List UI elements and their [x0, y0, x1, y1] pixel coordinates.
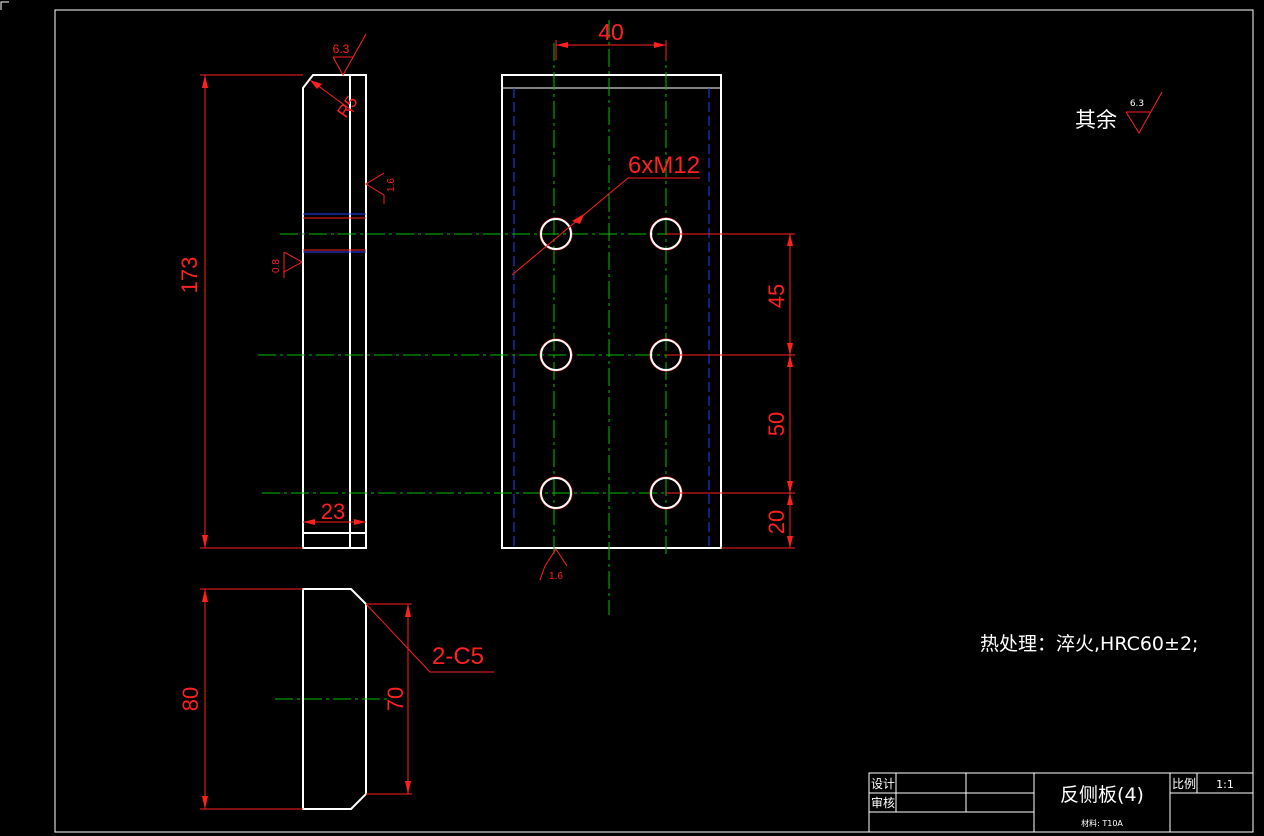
side-view — [302, 74, 367, 549]
front-view — [501, 74, 722, 549]
roughness-general-value: 6.3 — [1130, 99, 1144, 109]
roughness-top: 6.3 — [333, 42, 350, 56]
dim-23: 23 — [321, 499, 345, 524]
dim-chamfer: 2-C5 — [432, 643, 484, 670]
roughness-right: 1.6 — [386, 178, 397, 192]
heat-treatment-note: 热处理：淬火,HRC60±2; — [980, 633, 1198, 655]
dim-45: 45 — [764, 284, 789, 308]
scale-label: 比例 — [1172, 777, 1196, 791]
roughness-bottom: 1.6 — [549, 571, 563, 582]
centerlines — [258, 20, 696, 700]
dim-20: 20 — [764, 510, 789, 534]
roughness-left: 0.8 — [271, 259, 282, 273]
radius-label: R5 — [333, 92, 361, 121]
front-view-outline — [501, 74, 722, 549]
dim-40: 40 — [598, 19, 624, 45]
side-view-section-marks — [303, 217, 366, 251]
dim-80: 80 — [178, 687, 203, 711]
threaded-holes — [539, 217, 683, 510]
roughness-symbols — [283, 33, 1163, 581]
part-name: 反侧板(4) — [1060, 784, 1144, 806]
side-view-outline — [302, 74, 367, 549]
hole — [539, 338, 573, 372]
dimension-arrows — [202, 42, 793, 809]
design-label: 设计 — [871, 777, 895, 791]
hole — [539, 217, 573, 251]
dim-70: 70 — [383, 687, 408, 711]
dim-173: 173 — [177, 257, 202, 294]
general-roughness-note: 其余 — [1075, 108, 1117, 132]
dim-50: 50 — [764, 412, 789, 436]
hole — [539, 476, 573, 510]
dim-thread-spec: 6xM12 — [628, 152, 700, 179]
dimension-lines — [200, 40, 795, 810]
review-label: 审核 — [871, 795, 895, 810]
material: 材料: T10A — [1081, 818, 1123, 828]
scale-value: 1:1 — [1216, 778, 1234, 791]
title-block: 设计 审核 反侧板(4) 比例 1:1 材料: T10A — [868, 772, 1254, 833]
side-view-hidden-lines — [303, 213, 366, 253]
front-view-hidden-lines — [513, 88, 710, 548]
